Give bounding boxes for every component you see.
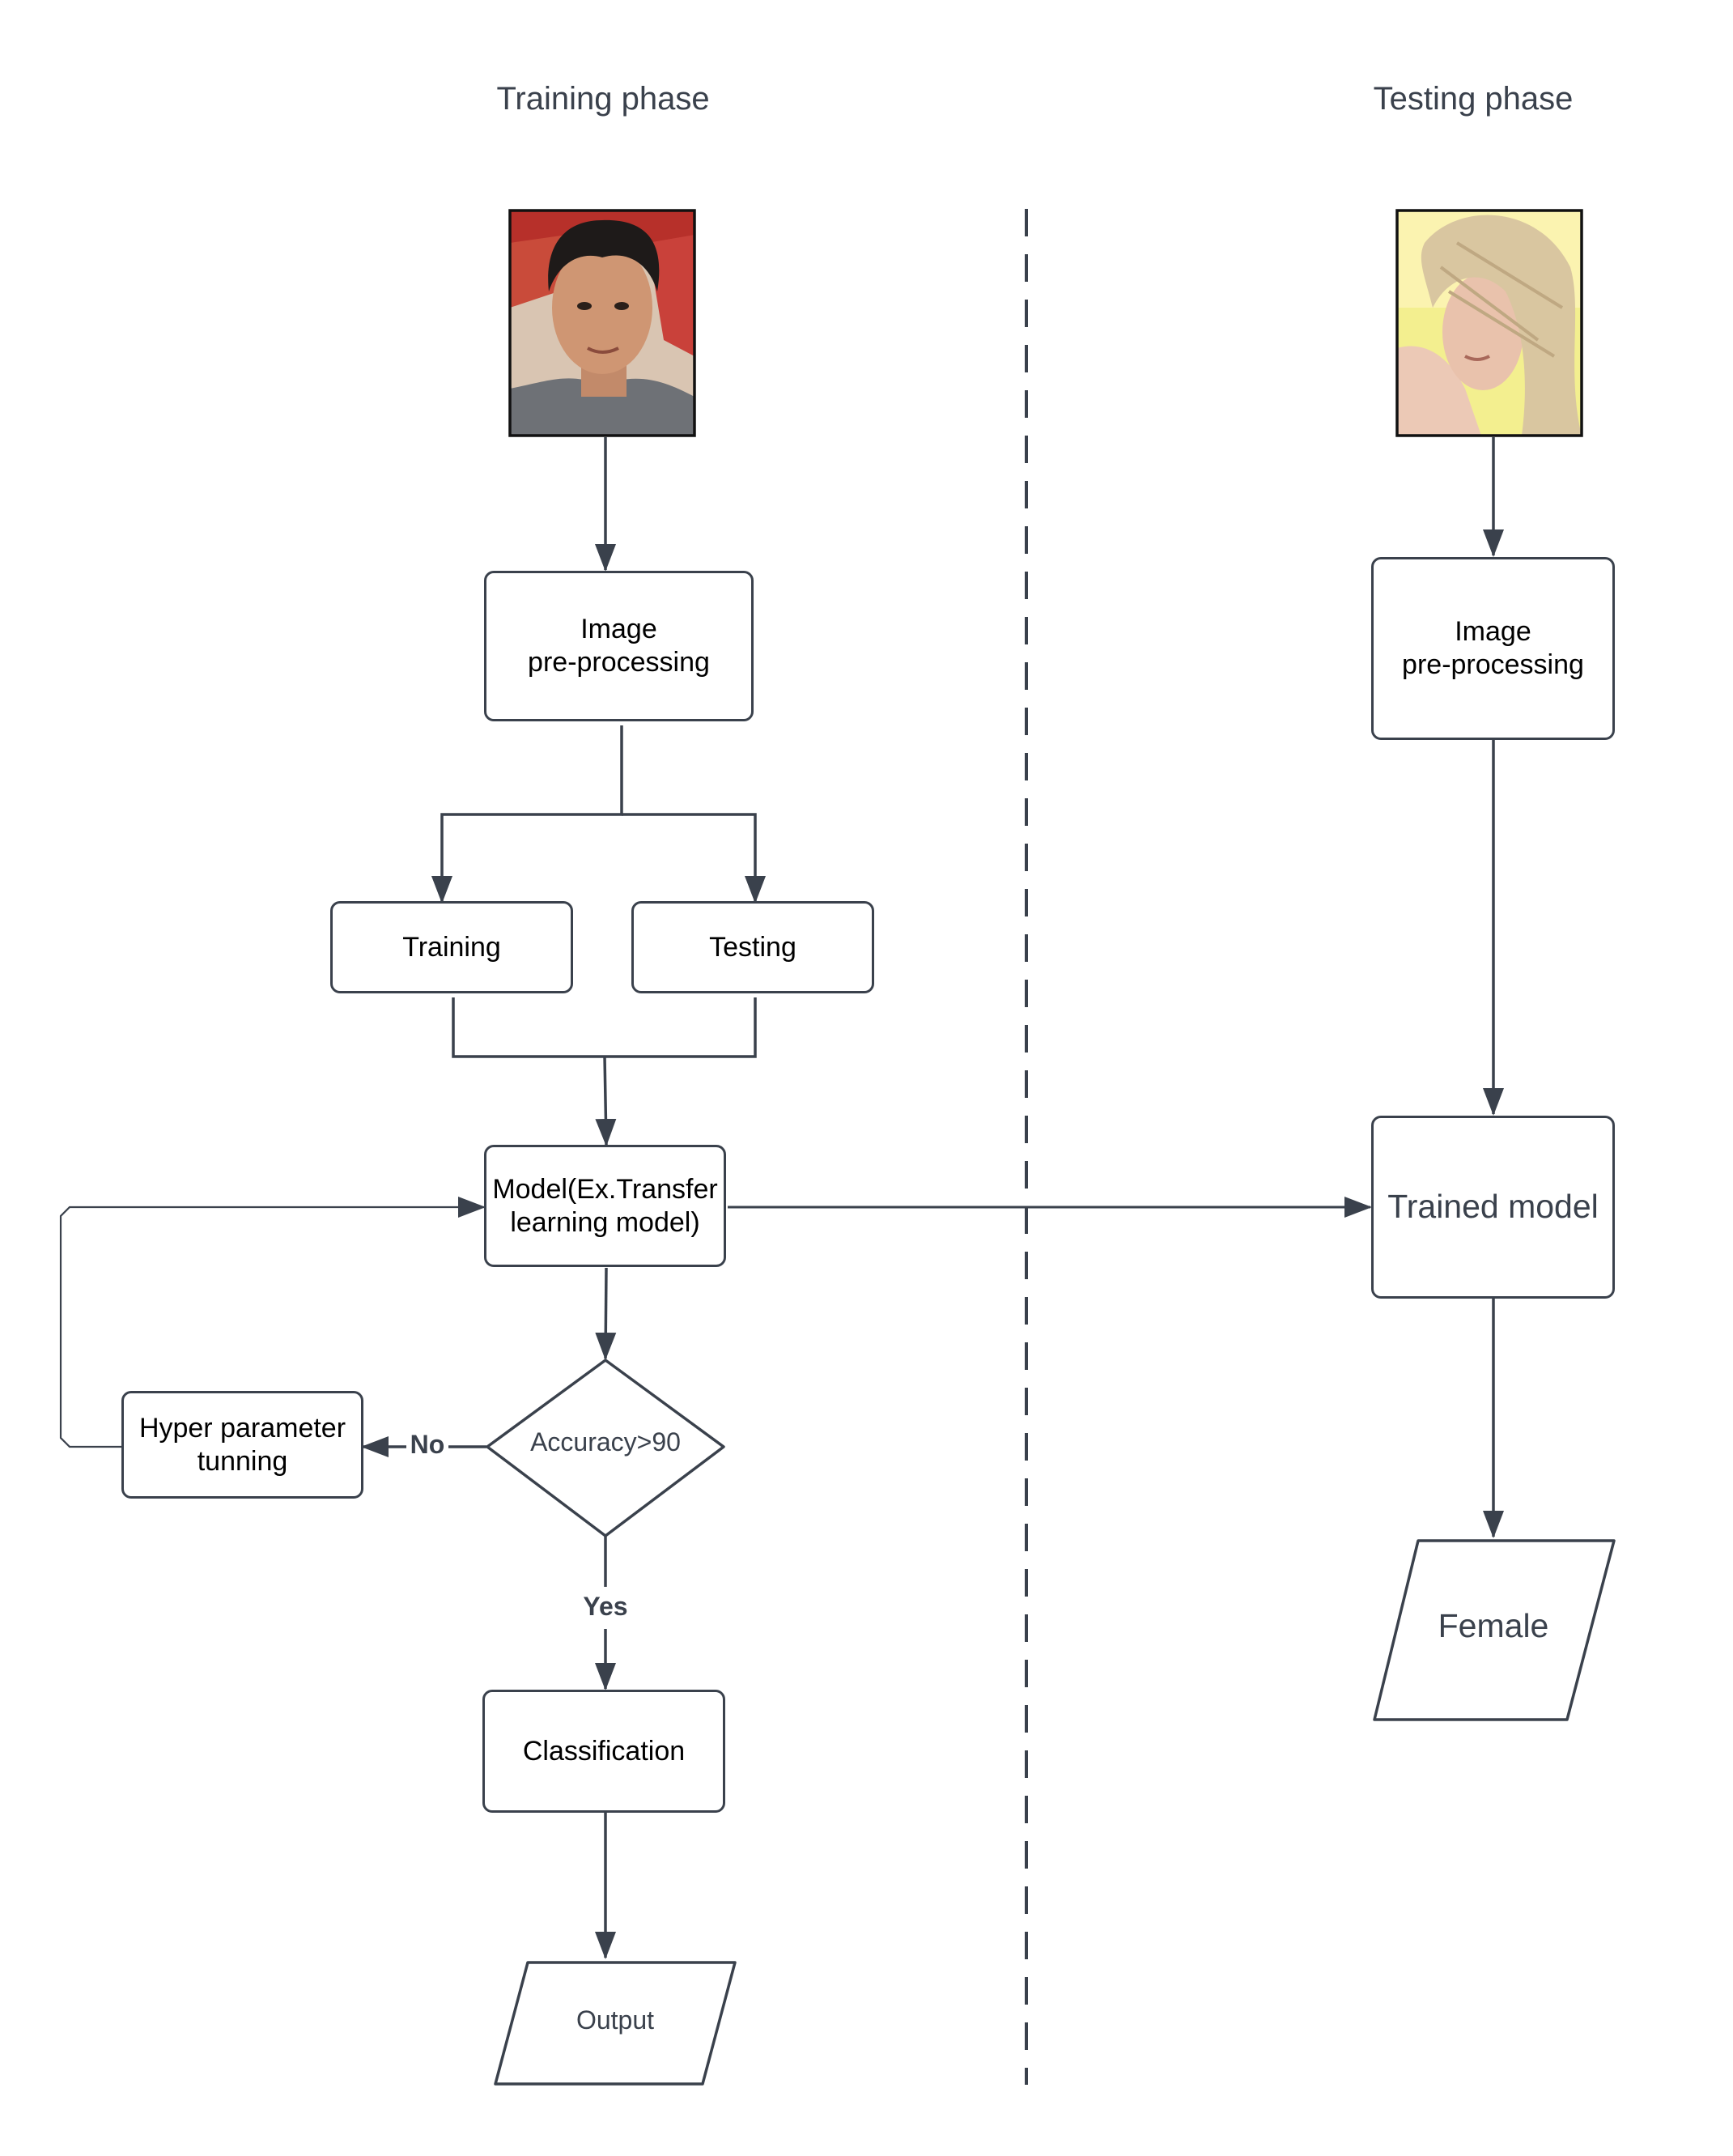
testing-phase-title: Testing phase [1373, 81, 1574, 117]
decision-label: Accuracy>90 [530, 1427, 681, 1456]
male-face-photo-icon [510, 210, 694, 436]
hyper-parameter-label: Hyper parameter tunning [138, 1412, 346, 1477]
trained-model-label: Trained model [1387, 1188, 1599, 1226]
testing-preprocessing-label: Image pre-processing [1402, 616, 1584, 680]
arrow-model-to-decision [595, 1267, 617, 1360]
female-face-photo-icon [1397, 210, 1582, 436]
model-label: Model(Ex.Transfer learning model) [492, 1173, 718, 1238]
training-split-box: Training [330, 901, 573, 993]
no-label: No [410, 1430, 445, 1459]
branch-line [431, 725, 623, 904]
testing-preprocessing-box: Image pre-processing [1371, 557, 1615, 740]
model-box: Model(Ex.Transfer learning model) [484, 1145, 726, 1267]
training-preprocessing-label: Image pre-processing [528, 614, 710, 678]
feedback-loop [59, 1197, 486, 1448]
classification-box: Classification [482, 1690, 725, 1813]
training-split-label: Training [402, 931, 501, 963]
female-parallelogram [1373, 1539, 1616, 1721]
testing-split-box: Testing [631, 901, 874, 993]
testing-split-label: Testing [709, 931, 796, 963]
training-phase-title: Training phase [496, 81, 710, 117]
yes-label: Yes [583, 1592, 628, 1621]
output-label: Output [576, 2005, 655, 2035]
classification-label: Classification [522, 1735, 686, 1767]
branch-line-right [622, 813, 766, 904]
trained-model-box: Trained model [1371, 1116, 1615, 1299]
merge-line [452, 997, 757, 1058]
training-preprocessing-box: Image pre-processing [484, 571, 754, 721]
hyper-parameter-box: Hyper parameter tunning [121, 1391, 363, 1499]
decision-diamond [486, 1359, 725, 1537]
output-parallelogram [494, 1961, 737, 2086]
female-label: Female [1438, 1607, 1549, 1644]
arrow-merge-to-model [595, 1056, 617, 1146]
